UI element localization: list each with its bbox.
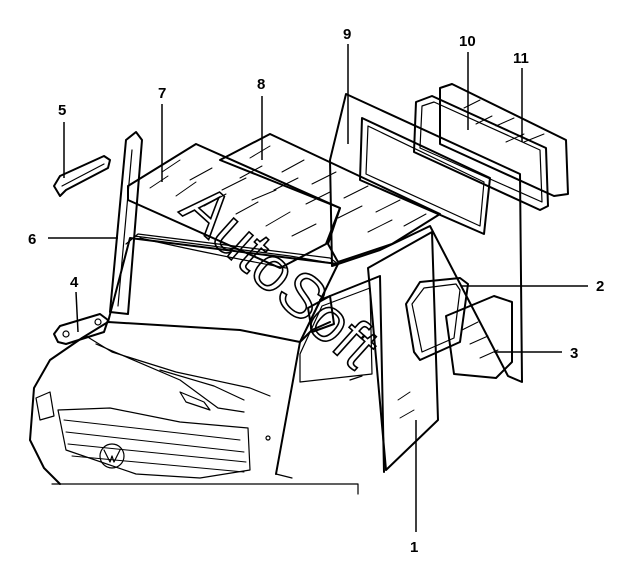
- part-10-window-seal: [413, 95, 549, 211]
- callout-4: 4: [70, 274, 79, 291]
- watermark-group: AutoSoft: [168, 170, 393, 382]
- part-8-hatching: [239, 145, 427, 233]
- part-8-roof-panel: [219, 133, 441, 263]
- windshield-top-edge: [125, 233, 339, 265]
- part-9-window-inner: [365, 125, 485, 227]
- roof-front-edge: [133, 235, 337, 265]
- watermark: AutoSoft: [169, 171, 392, 381]
- hood-vent-slot: [179, 391, 211, 411]
- part-5-upper-trim: [53, 155, 111, 197]
- grille-bars: [63, 419, 247, 473]
- vw-badge: [99, 443, 125, 469]
- callout-3: 3: [570, 345, 578, 362]
- grille: [57, 407, 251, 479]
- hood-vent: [159, 369, 245, 401]
- callout-11: 11: [513, 50, 529, 67]
- part-1-sliding-door-panel: [367, 231, 439, 471]
- cut-line: [51, 483, 359, 495]
- callout-5: 5: [58, 102, 66, 119]
- part-1-hatching: [397, 391, 415, 419]
- door-rear-edge: [319, 275, 385, 473]
- van-body: [29, 233, 385, 495]
- leader-lines: [48, 44, 588, 532]
- vw-letters: [103, 449, 121, 463]
- part-11-side-glass: [439, 83, 569, 197]
- part-11-hatching: [463, 99, 545, 143]
- hood-crease-2: [95, 343, 245, 413]
- callout-10: 10: [459, 33, 476, 50]
- door-handle: [349, 375, 363, 381]
- part-3-hatching: [461, 321, 499, 359]
- hood-crease: [85, 335, 271, 397]
- part-2-door-window-seal: [405, 277, 469, 361]
- leader-4: [75, 291, 79, 333]
- part-4-lower-trim: [53, 313, 109, 345]
- door-lock: [265, 435, 271, 441]
- callout-numbers: 1 2 3 4 5 6 7 8 9 10 11: [28, 26, 604, 556]
- headlight: [35, 391, 55, 421]
- door-window: [299, 287, 373, 383]
- sill: [275, 473, 293, 479]
- part-6-a-pillar-trim: [109, 131, 143, 315]
- callout-9: 9: [343, 26, 351, 43]
- part-3-door-glass: [445, 295, 513, 379]
- callout-8: 8: [257, 76, 265, 93]
- bumper-corner: [29, 439, 61, 485]
- callout-7: 7: [158, 85, 166, 102]
- callout-1: 1: [410, 539, 418, 556]
- callout-6: 6: [28, 231, 36, 248]
- part-9-rear-side-panel: [329, 93, 523, 383]
- wiper: [139, 237, 287, 269]
- a-pillar-lower: [275, 341, 301, 475]
- door-mirror: [307, 295, 335, 333]
- part-7-hatching: [149, 159, 317, 237]
- part-9-window: [359, 117, 491, 235]
- callout-2: 2: [596, 278, 604, 295]
